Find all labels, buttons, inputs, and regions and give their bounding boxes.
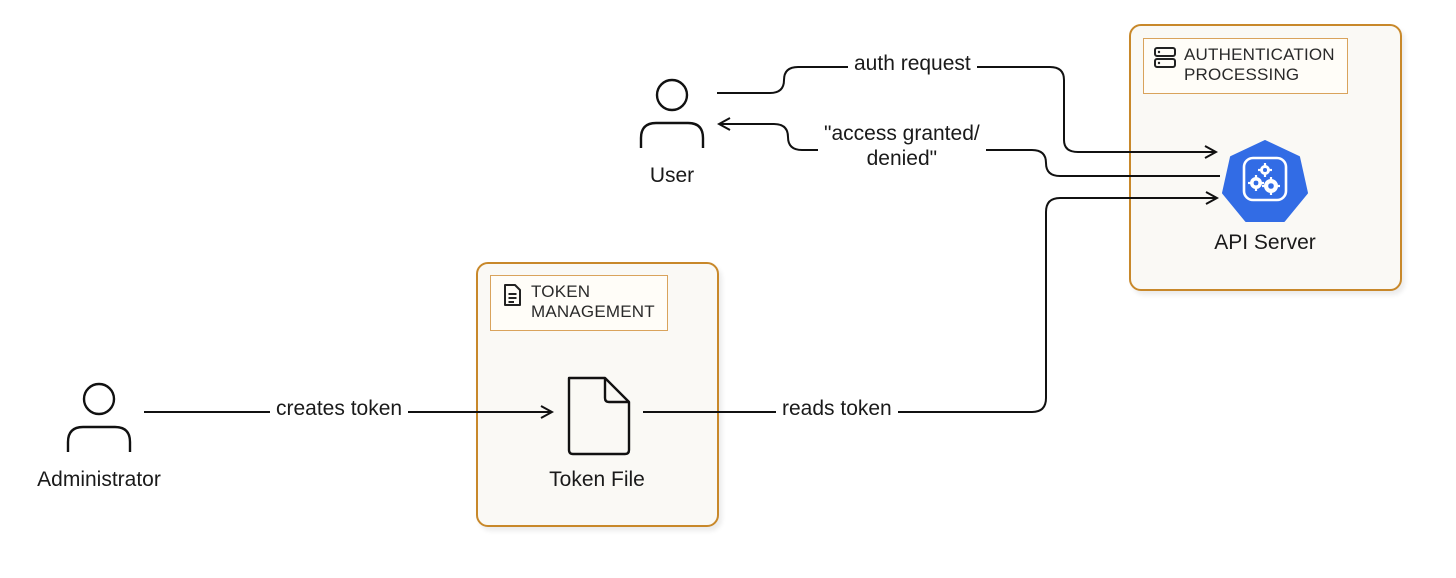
user-label: User	[649, 164, 695, 187]
file-icon	[567, 376, 631, 456]
edge-label-reads-token: reads token	[776, 396, 898, 421]
api-server-label: API Server	[1214, 231, 1316, 254]
token-management-label: TOKEN MANAGEMENT	[490, 275, 668, 331]
edge-label-creates-token: creates token	[270, 396, 409, 421]
edge-label-auth-request: auth request	[848, 51, 977, 76]
administrator-label: Administrator	[37, 468, 161, 491]
server-icon	[1154, 47, 1176, 68]
edge-auth-request	[717, 66, 1216, 152]
document-icon	[504, 284, 521, 306]
authentication-processing-label: AUTHENTICATION PROCESSING	[1143, 38, 1348, 94]
edge-reads-token	[643, 198, 1217, 413]
person-icon	[66, 382, 132, 452]
authentication-processing-title: AUTHENTICATION PROCESSING	[1184, 45, 1335, 84]
token-management-title: TOKEN MANAGEMENT	[531, 282, 655, 321]
kubernetes-api-icon	[1222, 140, 1308, 222]
person-icon	[639, 78, 705, 148]
token-file-label: Token File	[549, 468, 645, 491]
edge-label-access-response: "access granted/ denied"	[818, 121, 986, 171]
